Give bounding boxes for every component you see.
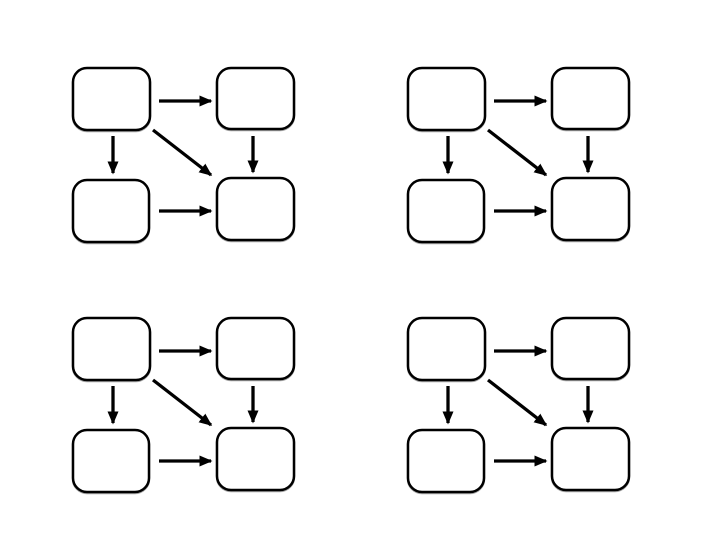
top-left-box <box>71 66 152 132</box>
arrow-top-left-box-to-bottom-right-box <box>151 378 213 427</box>
bottom-right-box <box>215 176 296 242</box>
arrow-top-left-box-to-bottom-right-box <box>486 378 548 427</box>
bottom-right-box <box>215 426 296 492</box>
flowchart-bottom-right-svg <box>406 316 631 494</box>
bottom-left-box <box>71 428 151 494</box>
top-left-box <box>406 316 487 382</box>
flowchart-top-left <box>65 60 303 250</box>
flowchart-bottom-left-svg <box>71 316 296 494</box>
bottom-right-box <box>550 176 631 242</box>
bottom-right-box <box>550 426 631 492</box>
bottom-left-box <box>71 178 151 244</box>
top-right-box <box>215 316 296 381</box>
bottom-left-box <box>406 428 486 494</box>
flowchart-top-right <box>400 60 638 250</box>
flowchart-top-right-svg <box>406 66 631 244</box>
arrow-top-left-box-to-bottom-right-box <box>151 128 213 177</box>
top-right-box <box>215 66 296 131</box>
flowchart-top-left-svg <box>71 66 296 244</box>
flowchart-bottom-right <box>400 310 638 500</box>
top-right-box <box>550 316 631 381</box>
top-right-box <box>550 66 631 131</box>
top-left-box <box>406 66 487 132</box>
top-left-box <box>71 316 152 382</box>
flowchart-bottom-left <box>65 310 303 500</box>
bottom-left-box <box>406 178 486 244</box>
arrow-top-left-box-to-bottom-right-box <box>486 128 548 177</box>
